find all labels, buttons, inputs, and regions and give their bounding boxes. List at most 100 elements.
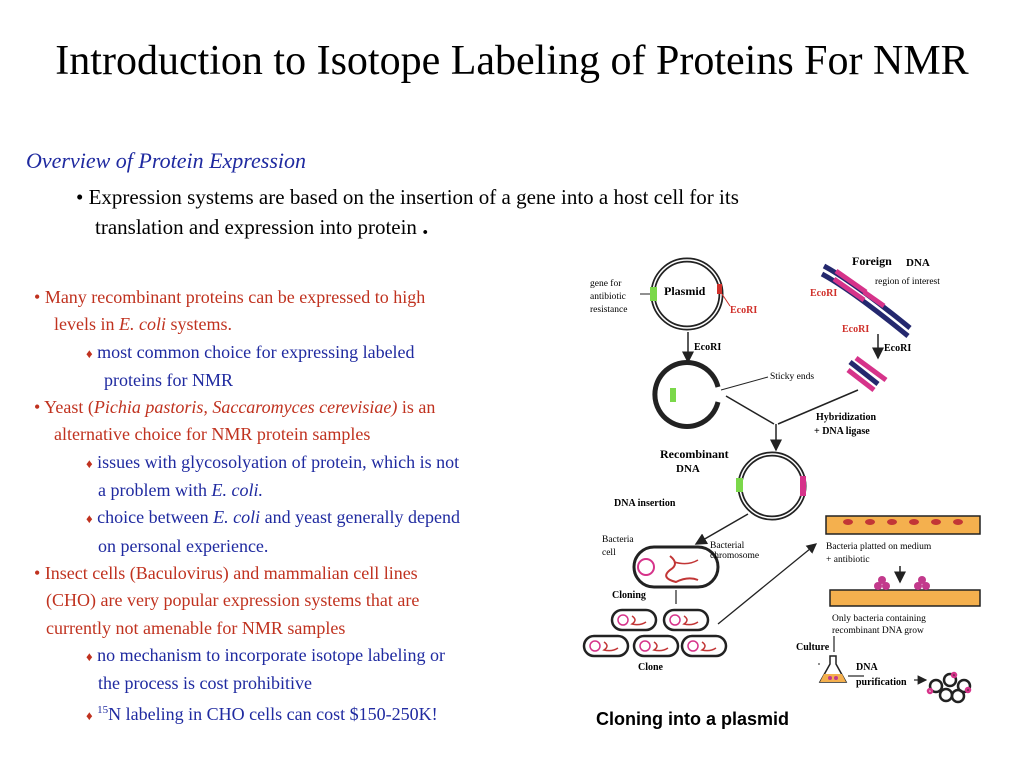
ecori-cut2-label: EcoRI [884,343,911,354]
process-arrow [694,513,749,545]
list-item-text: and yeast generally depend [260,507,460,528]
foreign-dna-strand [820,263,912,338]
cloning-label: Cloning [612,590,646,601]
list-subitem: ♦ 15N labeling in CHO cells can cost $15… [34,697,574,729]
list-item-text: Insect cells (Baculovirus) and mammalian… [44,562,418,583]
leader-line [721,293,731,307]
list-item: alternative choice for NMR protein sampl… [34,421,574,448]
dna-insertion-label: DNA insertion [614,498,676,509]
list-item-text: proteins for NMR [104,369,233,390]
only-label-2: recombinant DNA grow [832,626,924,636]
hybridization-label: Hybridization [816,412,876,423]
chromosome-label: chromosome [710,551,759,561]
list-subitem: on personal experience. [34,533,574,560]
list-item-text: a problem with [98,480,212,501]
recombinant-dna-label: DNA [676,463,700,475]
recombinant-plasmid [736,451,807,521]
list-item-text: alternative choice for NMR protein sampl… [54,424,371,445]
list-subitem: ♦ issues with glycosolyation of protein,… [34,449,574,477]
list-subitem: ♦ most common choice for expressing labe… [34,339,574,367]
process-arrow [717,543,818,625]
sticky-ends-label: Sticky ends [770,372,814,382]
list-item: • Many recombinant proteins can be expre… [34,287,426,307]
list-item-text: on personal experience. [98,535,269,556]
isotope-superscript: 15 [97,704,109,717]
plasmid-label: Plasmid [664,284,706,298]
purified-plasmids [926,671,972,704]
species-name: E. coli [119,314,166,335]
list-item-text: Many recombinant proteins can be express… [44,287,426,307]
list-subitem: ♦ choice between E. coli and yeast gener… [34,504,574,532]
foreign-label: Foreign [852,254,892,268]
list-item-text: issues with glycosolyation of protein, w… [97,451,460,472]
expression-systems-list: • Many recombinant proteins can be expre… [34,284,574,730]
list-item-text: choice between [97,507,214,528]
gene-for-label: gene for [590,278,622,289]
bacteria-label: Bacteria [602,535,634,545]
antibiotic-label: antibiotic [590,292,626,302]
list-item-text: is an [397,397,436,418]
list-item-text: N labeling in CHO cells can cost $150-25… [108,704,438,725]
bullet-dot: • [76,185,89,209]
cut-plasmid [652,360,721,429]
culture-label: Culture [796,642,830,653]
list-item-text: currently not amenable for NMR samples [46,617,346,638]
clone-cells [582,608,728,658]
cloning-diagram: Plasmid gene for antibiotic resistance E… [582,254,981,729]
list-item-text: no mechanism to incorporate isotope labe… [97,644,446,665]
ecori-cut-label: EcoRI [694,342,721,353]
list-item-text: (CHO) are very popular expression system… [46,590,420,611]
plated-label-1: Bacteria platted on medium [826,542,932,552]
list-item-text: Yeast ( [44,397,94,418]
foreign-dna-label: DNA [906,257,930,269]
diamond-bullet-icon: ♦ [86,511,93,527]
plasmid-circle [650,257,724,331]
dna-purification-label-1: DNA [856,662,878,673]
list-item: (CHO) are very popular expression system… [34,587,574,614]
list-subitem: the process is cost prohibitive [34,670,574,697]
list-item-text: systems. [166,314,233,335]
process-arrow [777,389,859,425]
leader-line [720,376,769,391]
ecori-site-marker [717,284,722,294]
bacterial-label: Bacterial [710,541,745,551]
plated-label-2: + antibiotic [826,555,870,565]
species-name: Pichia pastoris, Saccaromyces cerevisiae… [93,397,398,418]
clone-label: Clone [638,662,664,673]
agar-plate [825,515,981,535]
ecori-left2-label: EcoRI [842,324,869,335]
ligase-label: + DNA ligase [814,426,870,437]
resistance-gene-marker [670,388,676,402]
process-arrow [725,395,775,425]
list-item-text: levels in [54,314,119,335]
diagram-caption: Cloning into a plasmid [596,709,789,729]
cell-label: cell [602,548,616,558]
diamond-bullet-icon: ♦ [86,345,93,361]
bacteria-cell [632,545,720,589]
species-name: E. coli. [211,480,263,501]
main-bullet: • Expression systems are based on the in… [76,182,976,242]
region-of-interest-label: region of interest [875,276,940,287]
agar-plate-selected [829,576,981,607]
only-label-1: Only bacteria containing [832,614,926,624]
main-bullet-line2: translation and expression into protein [95,215,417,239]
list-item-text: the process is cost prohibitive [98,673,312,694]
ecori-left-label: EcoRI [810,288,837,299]
list-subitem: a problem with E. coli. [34,477,574,504]
list-item: levels in E. coli systems. [34,311,574,338]
species-name: E. coli [213,507,261,528]
list-subitem: proteins for NMR [34,367,574,394]
dna-fragment [846,355,888,392]
list-subitem: ♦ no mechanism to incorporate isotope la… [34,642,574,670]
ecori-plasmid-label: EcoRI [730,305,757,316]
slide-title: Introduction to Isotope Labeling of Prot… [55,38,969,84]
list-item: • Yeast (Pichia pastoris, Saccaromyces c… [34,397,436,418]
list-item: currently not amenable for NMR samples [34,615,574,642]
culture-flask-icon [818,655,848,683]
recombinant-label: Recombinant [660,447,729,461]
diamond-bullet-icon: ♦ [86,648,93,664]
diamond-bullet-icon: ♦ [86,455,93,471]
overview-heading: Overview of Protein Expression [26,148,307,173]
diamond-bullet-icon: ♦ [86,708,93,724]
resistance-label: resistance [590,305,627,315]
